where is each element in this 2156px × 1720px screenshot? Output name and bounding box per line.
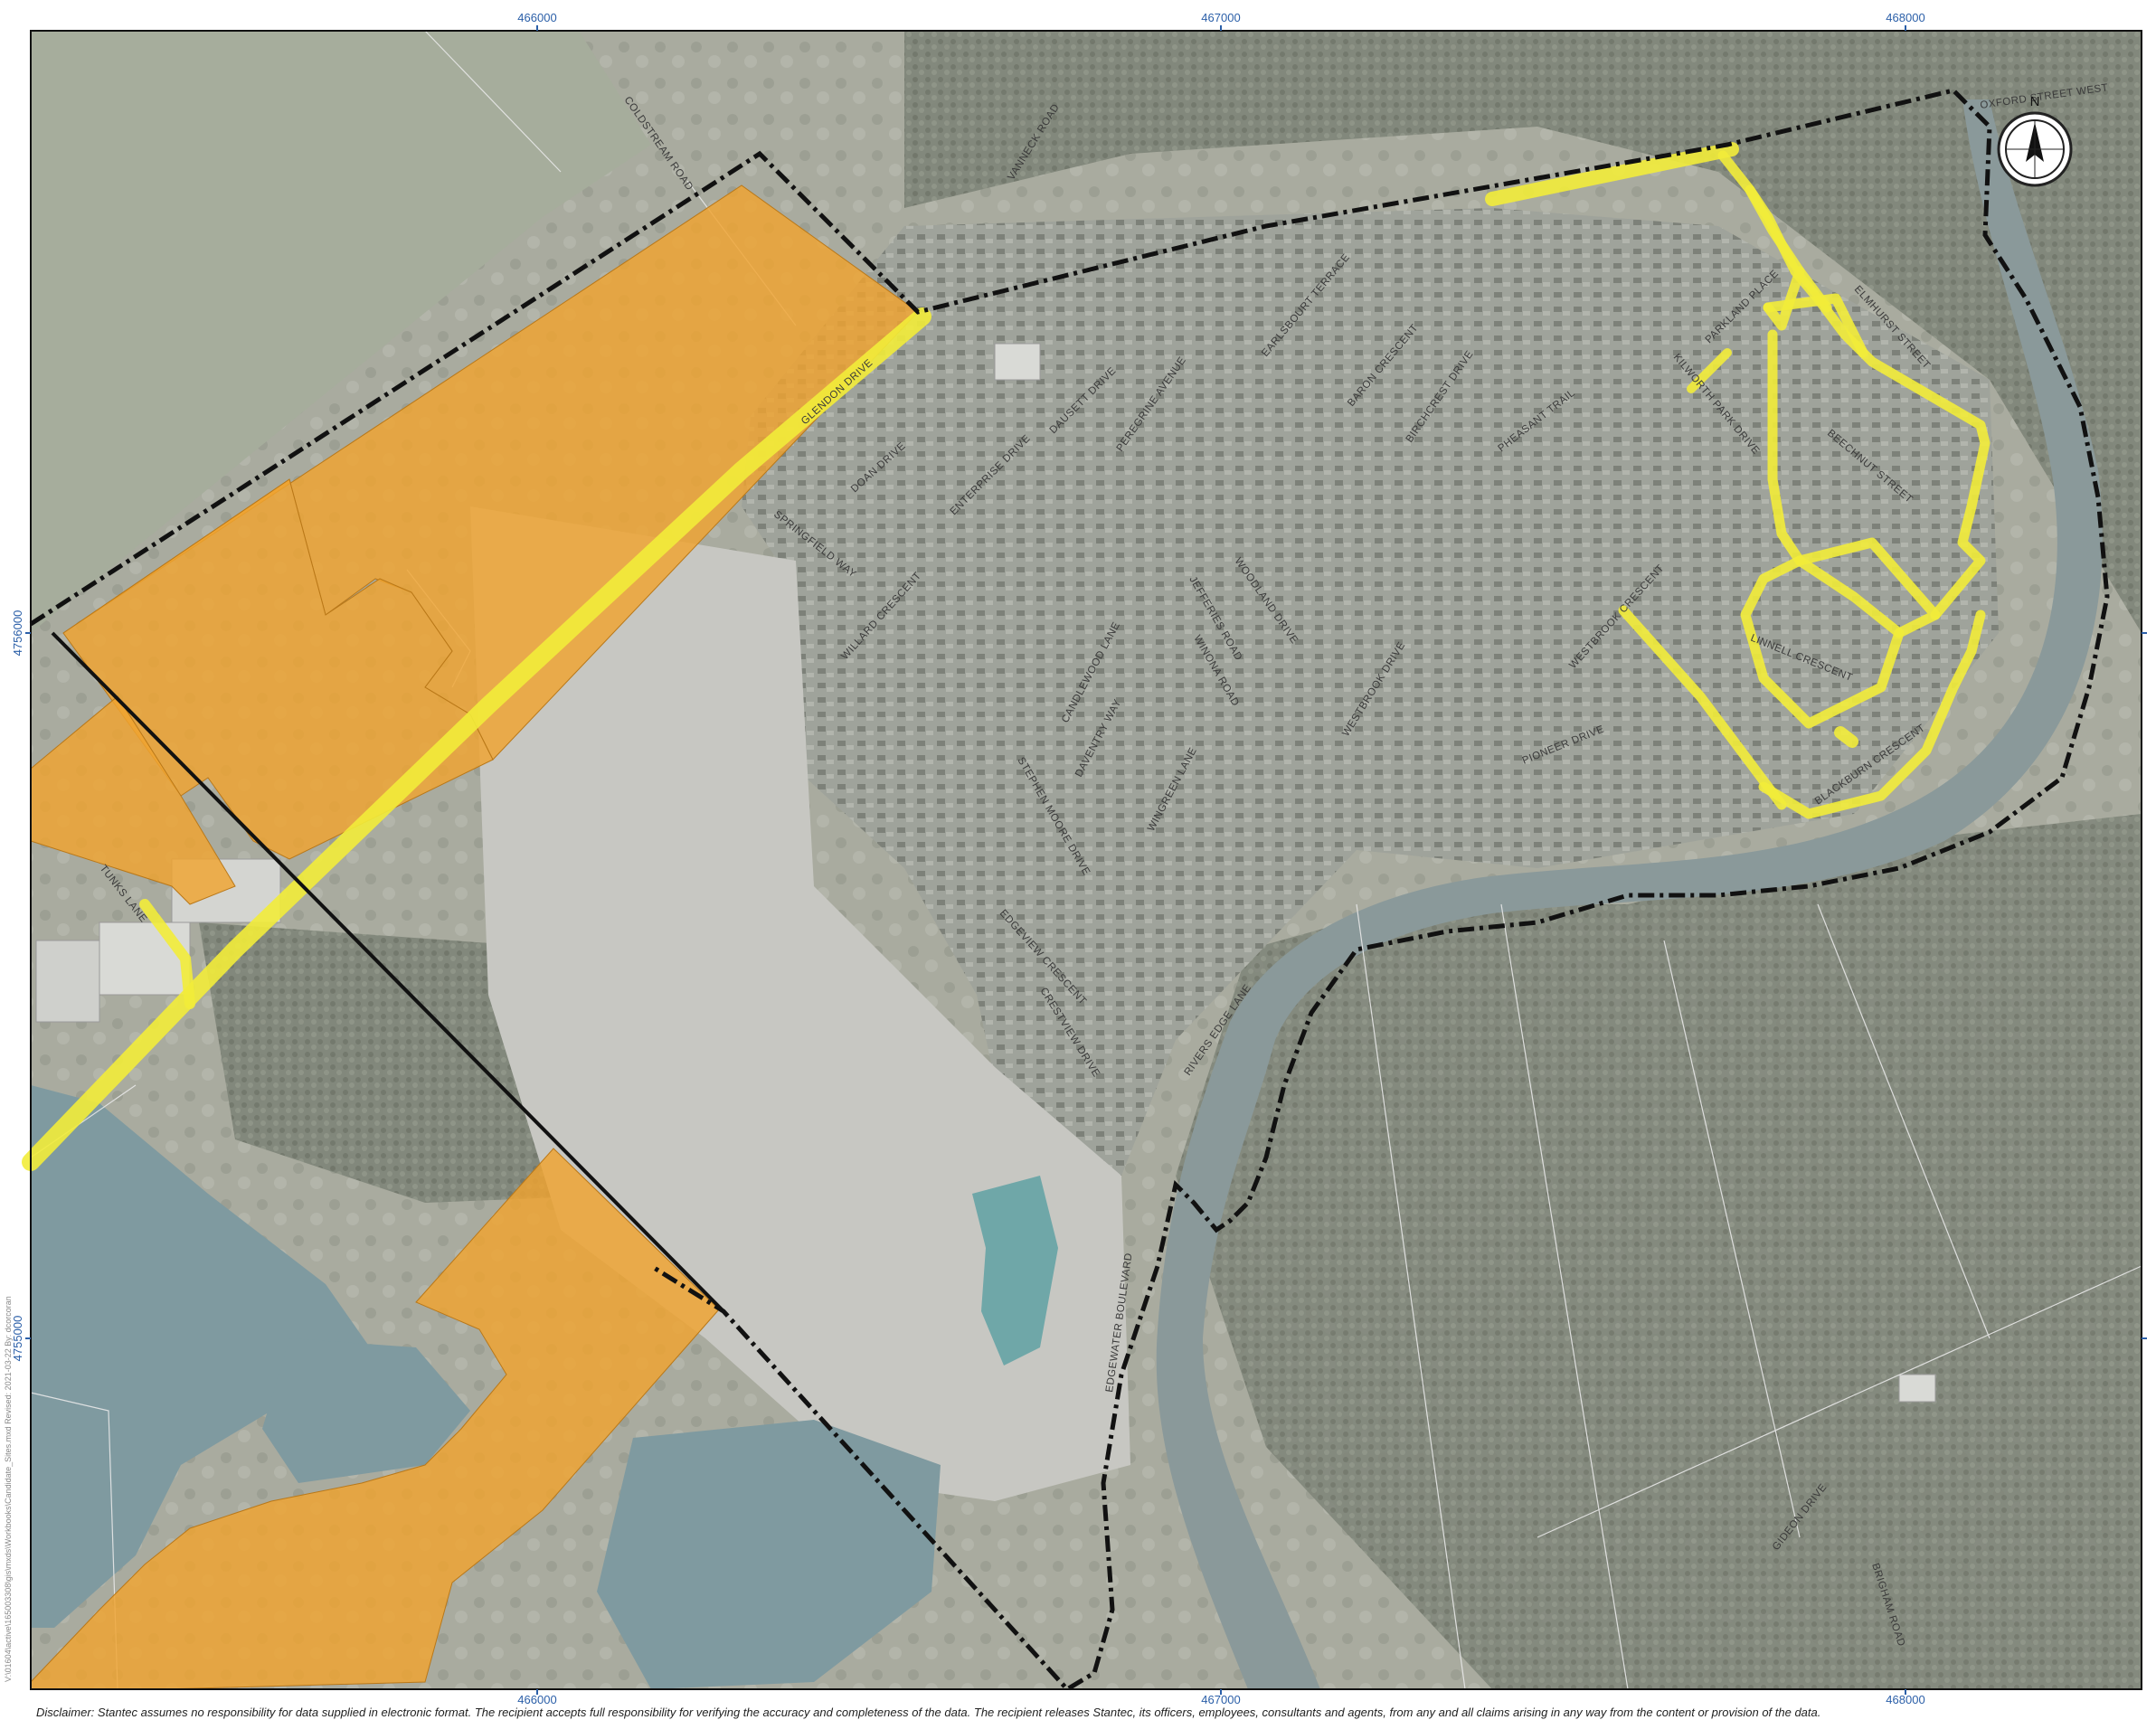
north-arrow-icon: N: [1997, 94, 2073, 187]
candidate-site-south: [30, 1148, 720, 1690]
disclaimer-text: Disclaimer: Stantec assumes no responsib…: [36, 1706, 1821, 1719]
northing-label-2: 4755000: [11, 1316, 24, 1362]
aerial-basemap: [31, 31, 2142, 1689]
oxford-street-highlight: [1485, 142, 1739, 206]
study-area-boundary: [29, 88, 2110, 1693]
highlighted-roads: [22, 142, 1991, 1171]
north-arrow-label: N: [2030, 94, 2040, 109]
easting-label-bottom-2: 467000: [1201, 1693, 1240, 1706]
map-frame-border: [30, 30, 2142, 1690]
easting-label-top-1: 466000: [517, 11, 556, 24]
easting-labels-bottom: 466000 467000 468000: [517, 1693, 1924, 1706]
grid-ticks: [25, 25, 2147, 1695]
candidate-site-tunks: [30, 695, 236, 905]
northing-label-1: 4756000: [11, 610, 24, 657]
easting-labels-top: 466000 467000 468000: [517, 11, 1924, 24]
candidate-site-west: [62, 478, 494, 860]
candidate-sites: [30, 184, 919, 1690]
easting-label-top-3: 468000: [1886, 11, 1924, 24]
tunks-lane-highlight: [139, 899, 195, 1009]
easting-label-bottom-1: 466000: [517, 1693, 556, 1706]
northing-labels: 4756000 4755000: [11, 610, 24, 1362]
file-path-text: V:\01604\active\165003308\gis\mxds\Workb…: [4, 1296, 13, 1682]
easting-label-bottom-3: 468000: [1886, 1693, 1924, 1706]
glendon-drive-highlight: [22, 307, 931, 1171]
easting-label-top-2: 467000: [1201, 11, 1240, 24]
